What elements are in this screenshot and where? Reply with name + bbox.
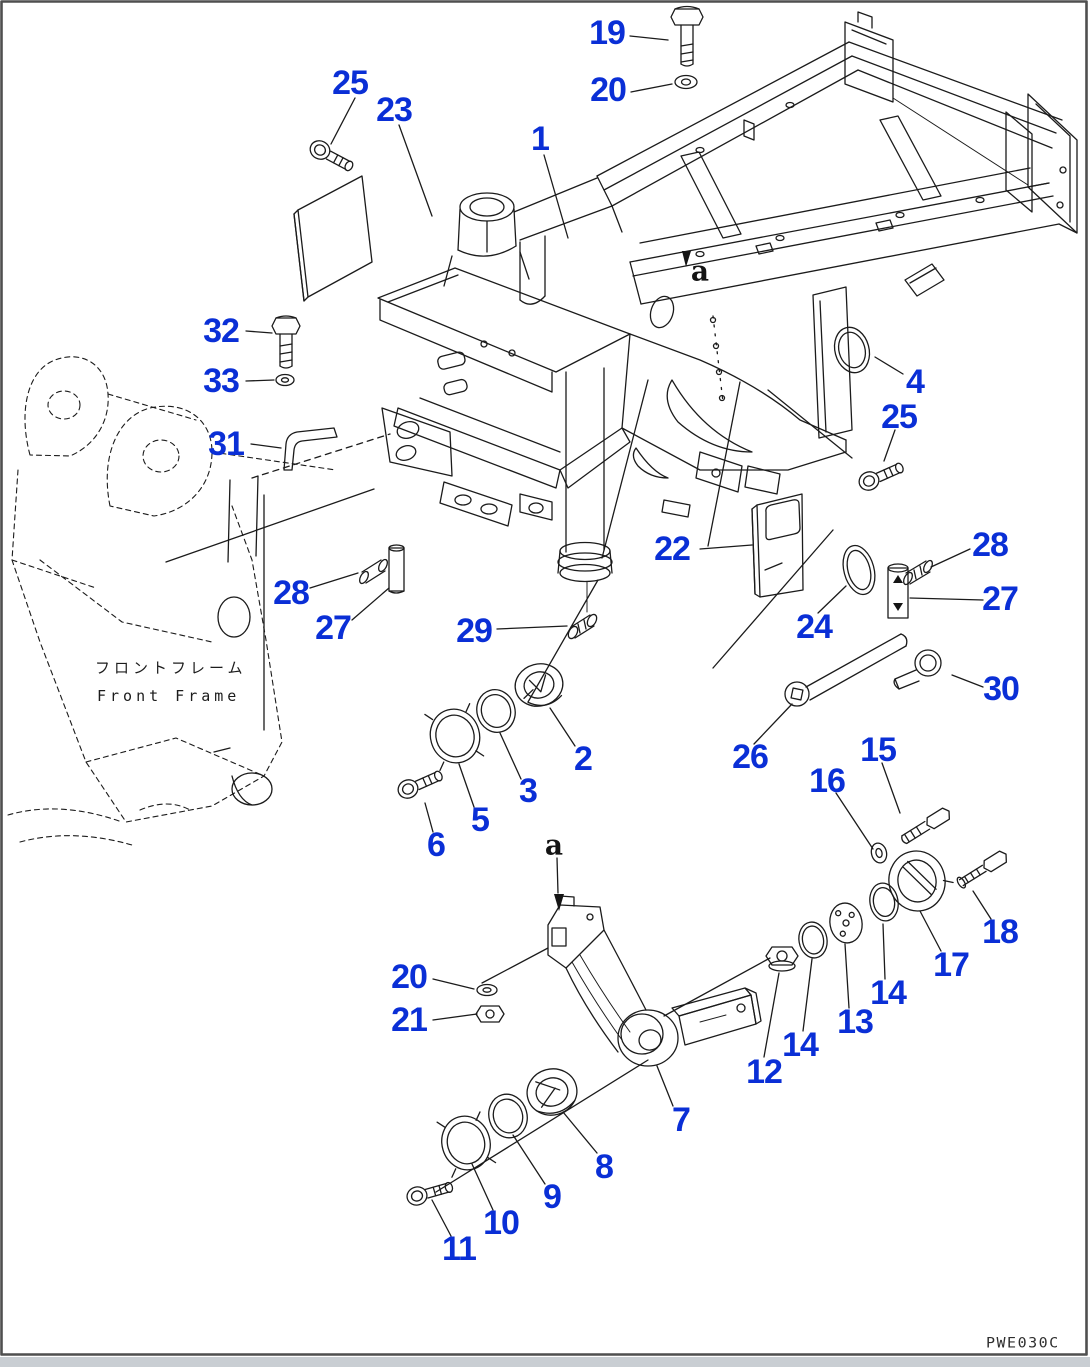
callout-7-33: 7 — [672, 1101, 691, 1139]
callout-6-24: 6 — [427, 826, 446, 864]
frame-front-section — [377, 192, 847, 613]
ring-14-right — [869, 882, 899, 922]
bolt-32 — [271, 315, 301, 369]
retainer-17 — [888, 850, 954, 912]
washer-33 — [275, 373, 295, 387]
callout-16-21: 16 — [809, 762, 846, 800]
ring-24 — [842, 544, 876, 596]
callout-20-1: 20 — [590, 71, 627, 109]
nut-12 — [765, 946, 799, 972]
plate-22 — [751, 493, 804, 598]
callout-11-37: 11 — [442, 1230, 477, 1268]
callout-10-36: 10 — [483, 1204, 520, 1242]
front-frame-sketch — [7, 356, 337, 846]
callout-25-9: 25 — [881, 398, 918, 436]
callout-28-14: 28 — [273, 574, 310, 612]
callout-14-27: 14 — [870, 974, 907, 1012]
callout-27-15: 27 — [315, 609, 352, 647]
washer-16 — [870, 842, 888, 864]
callout-29-16: 29 — [456, 612, 493, 650]
callout-28-11: 28 — [972, 526, 1009, 564]
callout-25-2: 25 — [332, 64, 369, 102]
ring-3 — [476, 689, 516, 733]
callout-18-25: 18 — [982, 913, 1019, 951]
front-frame-label-jp: フロントフレーム — [95, 659, 247, 677]
construction-lines — [165, 315, 853, 1193]
rear-frame-drawing — [513, 11, 1078, 439]
callout-20-31: 20 — [391, 958, 428, 996]
callout-15-20: 15 — [860, 731, 897, 769]
drawing-code: PWE030C — [986, 1334, 1060, 1352]
ring-14-left — [798, 921, 828, 959]
callout-26-19: 26 — [732, 738, 769, 776]
callout-9-35: 9 — [543, 1178, 562, 1216]
callout-1-4: 1 — [531, 120, 550, 158]
callout-22-10: 22 — [654, 530, 691, 568]
ring-4 — [833, 326, 871, 374]
callout-23-3: 23 — [376, 91, 413, 129]
bolt-15 — [901, 807, 950, 845]
front-frame-label-en: Front Frame — [97, 687, 241, 705]
callout-4-8: 4 — [906, 363, 925, 401]
bolt-25-right — [858, 462, 904, 491]
callout-2-18: 2 — [574, 740, 593, 778]
disc-13 — [829, 902, 863, 944]
callout-30-17: 30 — [983, 670, 1020, 708]
ring-9 — [488, 1093, 528, 1139]
callout-8-34: 8 — [595, 1148, 614, 1186]
pin-28-right — [903, 559, 933, 586]
callout-32-5: 32 — [203, 312, 240, 350]
cap-8 — [526, 1068, 578, 1116]
section-arrow-top — [682, 251, 691, 267]
callout-5-23: 5 — [471, 801, 490, 839]
plate-23 — [293, 175, 373, 302]
ring-10 — [436, 1111, 497, 1178]
bolt-11 — [406, 1181, 454, 1206]
callout-17-26: 17 — [933, 946, 970, 984]
section-marker-2: a — [544, 828, 564, 862]
washer-20-top — [674, 74, 698, 90]
link-26 — [784, 633, 908, 707]
callout-13-28: 13 — [837, 1003, 874, 1041]
cap-2 — [514, 663, 564, 707]
lock-key-30 — [893, 649, 942, 690]
front-frame-sketch-solid — [213, 475, 273, 806]
pin-28-left — [359, 558, 388, 585]
callout-33-6: 33 — [203, 362, 240, 400]
bolt-18 — [956, 850, 1007, 889]
leader-lines — [245, 35, 992, 1237]
nut-21 — [475, 1005, 505, 1023]
callout-19-0: 19 — [589, 14, 626, 52]
callout-21-32: 21 — [391, 1001, 428, 1039]
callout-12-30: 12 — [746, 1053, 783, 1091]
section-arrow-bottom — [554, 857, 564, 911]
section-marker-1: a — [690, 254, 710, 288]
pin-27-right — [887, 563, 909, 619]
ring-5 — [424, 703, 485, 772]
callout-31-7: 31 — [208, 425, 245, 463]
clamp-31 — [283, 427, 338, 471]
callout-3-22: 3 — [519, 772, 538, 810]
callout-24-13: 24 — [796, 608, 833, 646]
callout-14-29: 14 — [782, 1026, 819, 1064]
callout-27-12: 27 — [982, 580, 1019, 618]
pin-27-left — [388, 544, 405, 594]
bolt-6 — [397, 770, 443, 799]
bolt-19 — [670, 5, 704, 67]
washer-20-bottom — [476, 983, 498, 997]
bolt-25-left — [309, 140, 354, 172]
